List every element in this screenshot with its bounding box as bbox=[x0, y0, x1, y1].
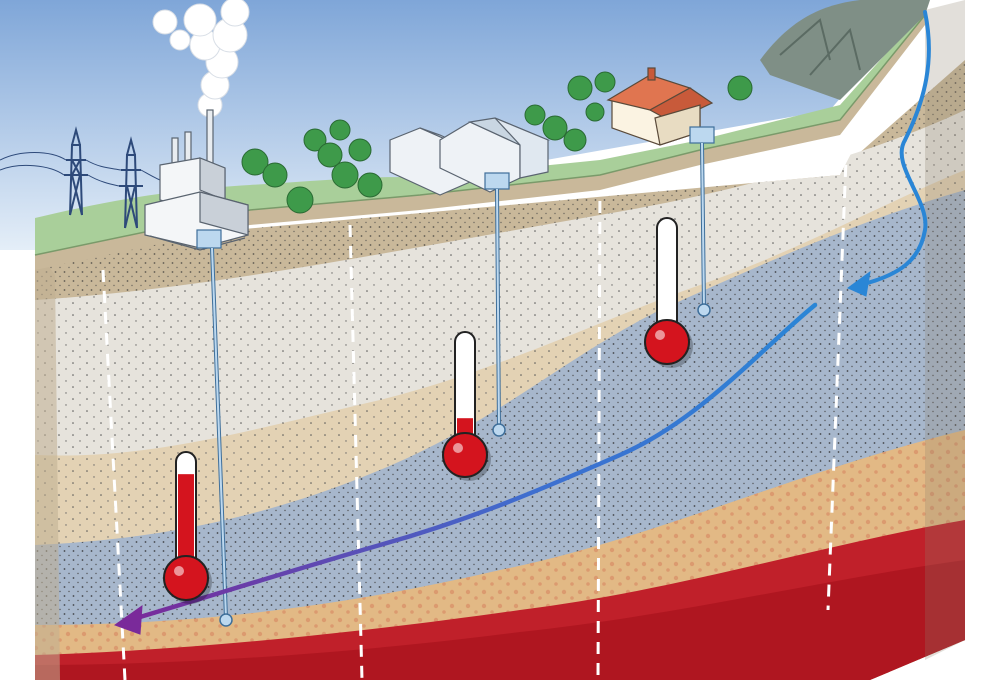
pylon-icon bbox=[0, 126, 161, 229]
greenhouse-well bbox=[484, 172, 510, 437]
house-well bbox=[689, 126, 715, 317]
middle-thermometer-icon bbox=[442, 331, 491, 481]
deep-thermometer-level bbox=[178, 474, 194, 578]
aquifer-flow-arrow bbox=[127, 302, 818, 623]
mountain-icon bbox=[760, 0, 930, 100]
recharge-flow-arrow bbox=[858, 10, 931, 287]
recharge-arrowhead-icon bbox=[847, 270, 871, 297]
thermometers bbox=[163, 217, 693, 604]
wells bbox=[196, 126, 715, 627]
smoke-plume bbox=[152, 0, 250, 118]
surface bbox=[34, 10, 926, 270]
deep-thermometer-icon bbox=[163, 451, 212, 604]
house-icon bbox=[606, 67, 714, 146]
block-left-face bbox=[35, 248, 60, 680]
tree-icon bbox=[241, 71, 753, 214]
block-right-face bbox=[925, 0, 965, 660]
plant-well bbox=[196, 229, 233, 627]
water-flow bbox=[113, 10, 931, 635]
aquifer-arrowhead-icon bbox=[113, 604, 143, 635]
factory-icon bbox=[144, 109, 249, 251]
shallow-thermometer-icon bbox=[644, 217, 693, 368]
